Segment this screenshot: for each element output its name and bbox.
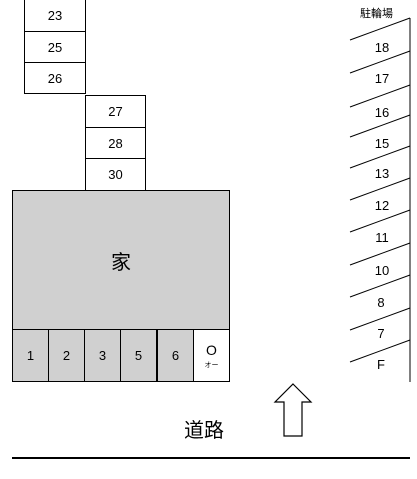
road-line: [12, 457, 410, 459]
divider-line: [349, 209, 411, 233]
space-label: 2: [62, 348, 71, 363]
space-label: 28: [108, 135, 123, 151]
owner-space-sublabel: オー: [204, 360, 219, 369]
space-label: 3: [98, 348, 107, 363]
front-space-5: 5: [120, 329, 157, 382]
divider-line: [349, 50, 411, 74]
space-label: 1: [26, 348, 35, 363]
space-28: 28: [85, 127, 146, 159]
bike-space-16: 16: [374, 105, 390, 120]
bicycle-parking-title: 駐輪場: [360, 7, 393, 20]
bike-space-13: 13: [374, 166, 390, 181]
divider-line: [349, 145, 411, 169]
owner-space: O オー: [193, 329, 230, 382]
house-block: 家: [12, 190, 230, 330]
bike-space-8: 8: [377, 295, 385, 310]
house-label: 家: [111, 249, 131, 274]
space-25: 25: [24, 31, 86, 63]
space-label: 6: [171, 348, 180, 363]
bike-space-7: 7: [377, 326, 385, 341]
divider-line: [349, 339, 411, 363]
divider-line: [349, 114, 411, 138]
divider-line: [349, 242, 411, 266]
bike-space-18: 18: [374, 40, 390, 55]
space-label: 23: [47, 8, 63, 23]
owner-space-label: O: [206, 341, 217, 358]
space-23: 23: [24, 0, 86, 32]
bike-space-15: 15: [374, 136, 390, 151]
divider-line: [349, 177, 411, 201]
bike-space-17: 17: [374, 71, 390, 86]
front-space-2: 2: [48, 329, 85, 382]
bike-space-10: 10: [374, 263, 390, 278]
bike-space-f: F: [377, 357, 385, 372]
road-label: 道路: [184, 418, 224, 442]
space-26: 26: [24, 62, 86, 94]
space-label: 26: [47, 70, 63, 86]
space-label: 25: [47, 39, 63, 55]
bike-space-11: 11: [375, 230, 389, 245]
divider-line: [349, 307, 411, 331]
front-space-3: 3: [84, 329, 121, 382]
space-label: 30: [108, 167, 123, 182]
bike-space-12: 12: [374, 198, 390, 213]
divider-line: [349, 17, 411, 41]
space-label: 27: [108, 104, 123, 119]
divider-line: [349, 274, 411, 298]
space-label: 5: [134, 348, 143, 363]
divider-line: [349, 84, 411, 108]
up-arrow-icon: [273, 383, 313, 437]
